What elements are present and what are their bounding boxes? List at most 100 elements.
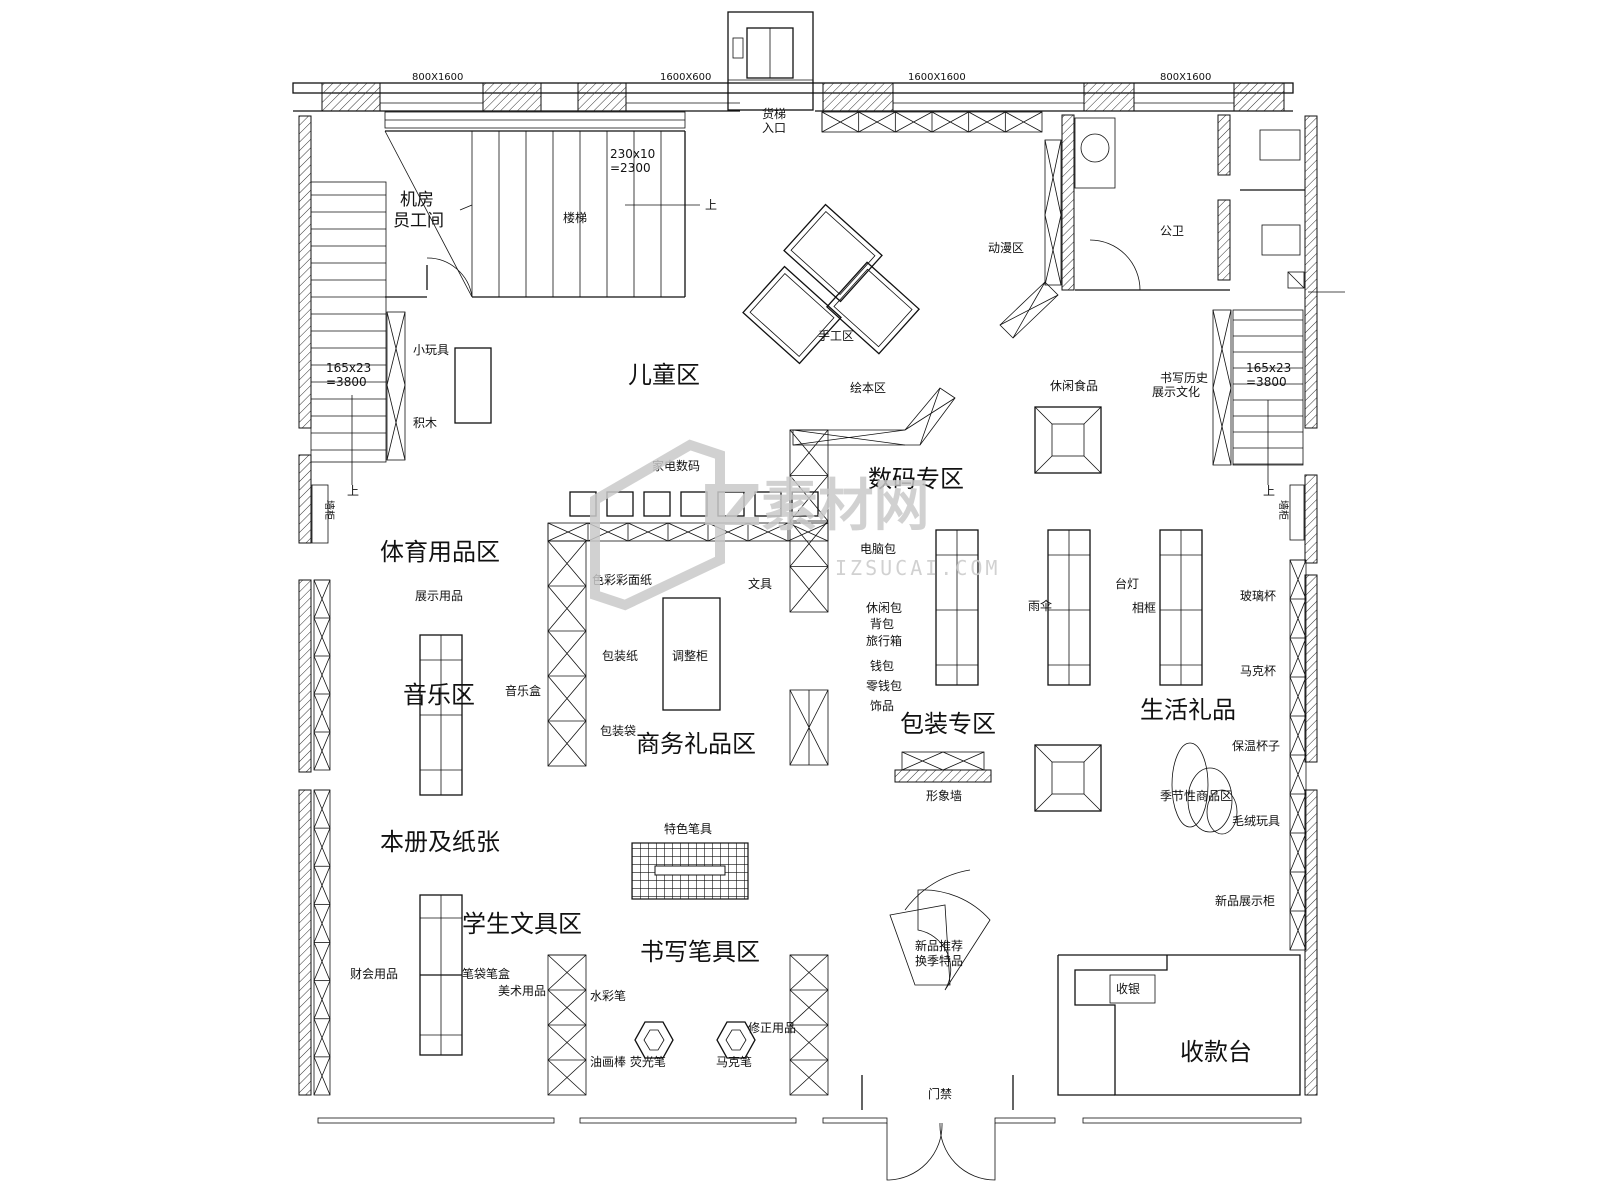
music-zone-label: 音乐区 <box>403 681 475 709</box>
right-stair: 上 165x23 =3800 <box>1212 291 1345 498</box>
notebooks-zone-label: 本册及纸张 <box>380 828 500 856</box>
stair-left-up: 上 <box>347 484 359 498</box>
display-box <box>754 491 782 517</box>
watermark-brand: IZ素材网 <box>700 474 929 539</box>
display-box <box>643 491 671 517</box>
sports-zone-label: 体育用品区 <box>380 538 500 566</box>
cargo-entrance-label-1: 货梯 <box>762 106 786 121</box>
wall-cabinet-left-label: 墙柜 <box>323 500 336 520</box>
packaging-zone: 包装专区 形象墙 <box>894 710 996 803</box>
right-wall-shelves: 墙柜 玻璃杯 马克杯 保温杯子 毛绒玩具 新品展示柜 书写历史 展示文化 <box>1152 371 1307 951</box>
new-products-display: 新品推荐 换季特品 门禁 <box>889 869 991 1101</box>
books-culture-label-1: 书写历史 <box>1160 371 1208 385</box>
wrap-bag-label: 包装袋 <box>600 724 636 738</box>
bags-item-2: 背包 <box>870 617 894 631</box>
stair-top-spec-1: 230x10 <box>610 147 655 161</box>
left-zones: 体育用品区 展示用品 音乐区 本册及纸张 学生文具区 财会用品 笔袋笔盒 美术用… <box>350 538 582 1056</box>
seasonal-label: 季节性商品区 <box>1160 788 1232 803</box>
bags-item-1: 休闲包 <box>866 601 902 615</box>
marker-label: 马克笔 <box>716 1054 752 1069</box>
stairway-label: 楼梯 <box>563 210 587 225</box>
watermark: IZ素材网 IZSUCAI.COM <box>590 439 1000 611</box>
digital-zone-label: 数码专区 <box>868 465 964 493</box>
display-box <box>680 491 708 517</box>
writing-tools-label: 特色笔具 <box>664 821 712 836</box>
art-supplies-label: 美术用品 <box>498 984 546 998</box>
stair-top-up: 上 <box>705 198 717 212</box>
umbrella-label: 雨伞 <box>1028 598 1052 613</box>
toilet-area: 公卫 动漫区 <box>988 114 1305 339</box>
thermos-label: 保温杯子 <box>1232 739 1280 753</box>
life-gifts-label: 生活礼品 <box>1140 696 1236 724</box>
plush-toys-label: 毛绒玩具 <box>1232 814 1280 828</box>
finance-supplies-label: 财会用品 <box>350 967 398 981</box>
mug-label: 马克杯 <box>1240 664 1276 678</box>
stair-right-up: 上 <box>1263 484 1275 498</box>
packaging-zone-label: 包装专区 <box>900 710 996 738</box>
business-gifts-region: 色彩彩面纸 文具 调整柜 包装纸 音乐盒 包装袋 商务礼品区 <box>505 573 772 758</box>
cashier-inner-label: 收银 <box>1116 982 1140 996</box>
leisure-food-label: 休闲食品 <box>1050 378 1098 393</box>
oil-pastel-label: 油画棒 荧光笔 <box>590 1054 666 1069</box>
stair-right-spec-2: =3800 <box>1246 375 1287 389</box>
color-paper-label: 色彩彩面纸 <box>592 573 652 587</box>
display-goods-label: 展示用品 <box>415 589 463 603</box>
machine-room-label: 机房 <box>400 190 434 210</box>
dim-top-3: 1600X1600 <box>908 72 966 83</box>
outer-walls <box>292 82 1318 1181</box>
dim-top-4: 800X1600 <box>1160 72 1211 83</box>
handcraft-label: 手工区 <box>818 329 854 343</box>
glass-cup-label: 玻璃杯 <box>1240 589 1276 603</box>
entrance-label: 门禁 <box>928 1086 952 1101</box>
children-zone-label: 儿童区 <box>628 361 700 389</box>
bags-item-5: 零钱包 <box>866 678 902 693</box>
new-products-label-1: 新品推荐 <box>915 938 963 953</box>
stair-left-spec-1: 165x23 <box>326 361 371 375</box>
life-gifts-units: 雨伞 台灯 相框 休闲食品 生活礼品 季节性商品区 <box>935 378 1238 835</box>
bags-item-6: 饰品 <box>870 699 894 713</box>
watercolor-pen-label: 水彩笔 <box>590 988 626 1003</box>
cashier-label: 收款台 <box>1180 1038 1252 1066</box>
display-cabinet-label: 调整柜 <box>672 648 708 663</box>
small-toys-label: 小玩具 <box>413 343 449 357</box>
top-cabinets <box>821 111 1043 133</box>
anime-label: 动漫区 <box>988 241 1024 255</box>
blocks-label: 积木 <box>413 416 437 430</box>
pyramid-display <box>1034 744 1102 812</box>
wrapping-paper-label: 包装纸 <box>602 649 638 663</box>
bags-item-4: 钱包 <box>870 658 894 673</box>
bags-list: 电脑包 休闲包 背包 旅行箱 钱包 零钱包 饰品 <box>860 542 902 713</box>
writing-zone-label: 书写笔具区 <box>640 938 760 966</box>
dim-top-1: 800X1600 <box>412 72 463 83</box>
music-box-label: 音乐盒 <box>505 683 541 698</box>
desk-lamp-label: 台灯 <box>1115 576 1139 591</box>
stair-right-spec-1: 165x23 <box>1246 361 1291 375</box>
new-arrivals-label: 新品展示柜 <box>1215 893 1275 908</box>
left-wall-shelves: 墙柜 <box>311 484 336 1096</box>
business-gifts-label: 商务礼品区 <box>636 730 756 758</box>
photo-frame-label: 相框 <box>1132 601 1156 615</box>
display-box <box>791 491 819 517</box>
student-stationery-label: 学生文具区 <box>462 910 582 938</box>
digital-bags-label: 电脑包 <box>860 542 896 556</box>
cashier-counter: 收银 收款台 <box>1057 954 1301 1096</box>
bags-item-3: 旅行箱 <box>866 633 902 648</box>
dimension-labels: 800X1600 1600X600 1600X1600 800X1600 <box>412 72 1211 83</box>
stair-top-spec-2: =2300 <box>610 161 651 175</box>
new-products-label-2: 换季特品 <box>915 953 963 968</box>
cargo-entrance-label-2: 入口 <box>762 121 786 135</box>
children-zone: 手工区 儿童区 绘本区 小玩具 积木 <box>413 203 956 446</box>
watermark-url: IZSUCAI.COM <box>835 556 1000 580</box>
picture-books-label: 绘本区 <box>850 380 886 395</box>
pencil-case-label: 笔袋笔盒 <box>462 966 510 981</box>
stair-left-spec-2: =3800 <box>326 375 367 389</box>
correction-label: 修正用品 <box>748 1020 796 1035</box>
writing-zone: 特色笔具 书写笔具区 水彩笔 油画棒 荧光笔 马克笔 修正用品 <box>547 821 829 1096</box>
dim-top-2: 1600X600 <box>660 72 711 83</box>
pyramid-display <box>1034 406 1102 474</box>
top-left-stair: 上 230x10 =2300 楼梯 机房 员工间 <box>384 111 717 298</box>
display-box <box>606 491 634 517</box>
image-wall-label: 形象墙 <box>926 789 962 803</box>
stationery-label: 文具 <box>748 576 772 591</box>
